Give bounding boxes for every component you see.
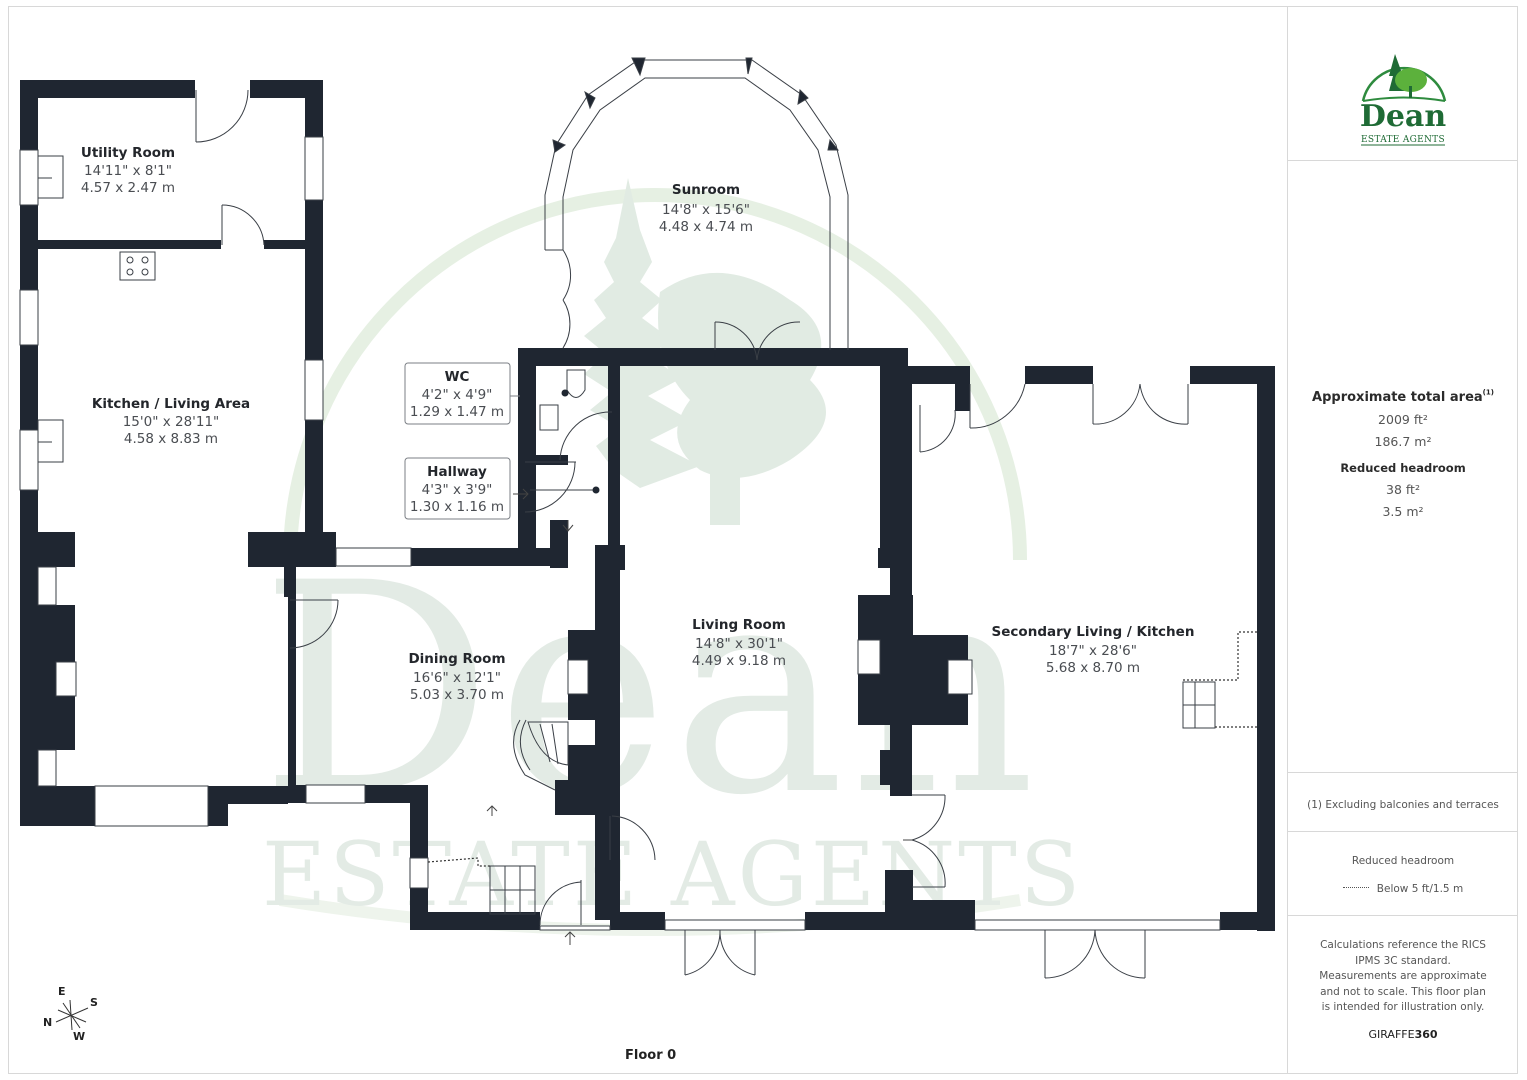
hallway-tag: Hallway 4'3" x 3'9" 1.30 x 1.16 m: [404, 457, 511, 520]
svg-text:18'7" x 28'6": 18'7" x 28'6": [1049, 643, 1137, 659]
fireplace-icon: [55, 661, 77, 697]
room-label-dining: Dining Room 16'6" x 12'1" 5.03 x 3.70 m: [408, 651, 505, 703]
credit-text-b: 360: [1414, 1027, 1438, 1041]
pine-tree-icon: [1389, 54, 1405, 91]
svg-text:1.29 x 1.47 m: 1.29 x 1.47 m: [410, 404, 504, 420]
dotted-line-icon: [1342, 887, 1369, 888]
disclaimer-text: Calculations reference the RICS IPMS 3C …: [1319, 939, 1487, 1013]
footnote-marker: (1): [1482, 388, 1494, 397]
svg-text:4.49 x 9.18 m: 4.49 x 9.18 m: [692, 653, 786, 669]
sink-icon: [37, 155, 64, 199]
logo-section: Dean ESTATE AGENTS: [1288, 6, 1518, 161]
area-section: Approximate total area(1) 2009 ft² 186.7…: [1288, 161, 1518, 773]
svg-text:Dining Room: Dining Room: [408, 651, 505, 667]
fixtures: [37, 155, 973, 697]
svg-text:4'2" x 4'9": 4'2" x 4'9": [422, 387, 493, 403]
footnote-text: (1) Excluding balconies and terraces: [1307, 799, 1499, 811]
svg-text:14'8" x 30'1": 14'8" x 30'1": [695, 636, 783, 652]
stairs: [489, 681, 1216, 915]
fireplace-icon: [567, 659, 589, 695]
svg-text:14'11" x 8'1": 14'11" x 8'1": [84, 163, 172, 179]
footnote-section: (1) Excluding balconies and terraces: [1288, 773, 1518, 832]
svg-text:Kitchen / Living Area: Kitchen / Living Area: [92, 396, 250, 412]
svg-text:5.68 x 8.70 m: 5.68 x 8.70 m: [1046, 660, 1140, 676]
svg-text:1.30 x 1.16 m: 1.30 x 1.16 m: [410, 499, 504, 515]
compass-icon: E S N W: [43, 985, 98, 1043]
floor-label: Floor 0: [625, 1048, 676, 1063]
basin-icon: [539, 404, 559, 431]
legend-row: Below 5 ft/1.5 m: [1288, 877, 1518, 896]
svg-text:S: S: [90, 996, 98, 1009]
oak-tree-icon: [1395, 68, 1427, 92]
room-label-utility: Utility Room 14'11" x 8'1" 4.57 x 2.47 m: [81, 145, 175, 196]
svg-text:W: W: [73, 1030, 85, 1043]
reduced-headroom-outline: [427, 631, 1257, 867]
fireplace-icon: [947, 659, 973, 695]
room-label-living: Living Room 14'8" x 30'1" 4.49 x 9.18 m: [692, 617, 786, 669]
svg-text:Sunroom: Sunroom: [672, 182, 740, 198]
svg-text:15'0" x 28'11": 15'0" x 28'11": [123, 414, 220, 430]
svg-text:WC: WC: [445, 369, 470, 385]
hob-icon: [119, 251, 156, 281]
svg-text:5.03 x 3.70 m: 5.03 x 3.70 m: [410, 687, 504, 703]
entry-arrows: [486, 488, 912, 945]
svg-text:14'8" x 15'6": 14'8" x 15'6": [662, 202, 750, 218]
svg-text:4'3" x 3'9": 4'3" x 3'9": [422, 482, 493, 498]
legend-heading: Reduced headroom: [1351, 855, 1455, 867]
legend-item: Below 5 ft/1.5 m: [1376, 883, 1464, 895]
page-frame: [8, 6, 1518, 1074]
reduced-area-m: 3.5 m²: [1382, 504, 1424, 519]
total-area-heading: Approximate total area: [1312, 390, 1483, 405]
wc-tag: WC 4'2" x 4'9" 1.29 x 1.47 m: [404, 362, 600, 494]
sink-icon: [37, 419, 64, 463]
legend-section: Reduced headroom Below 5 ft/1.5 m: [1288, 832, 1518, 916]
reduced-area-ft: 38 ft²: [1386, 482, 1420, 497]
info-sidebar: Dean ESTATE AGENTS Approximate total are…: [1287, 6, 1518, 1074]
reduced-headroom-heading: Reduced headroom: [1340, 461, 1466, 475]
svg-text:ESTATE AGENTS: ESTATE AGENTS: [1361, 135, 1445, 145]
giraffe360-credit: GIRAFFE360: [1288, 1028, 1518, 1041]
walls: [20, 80, 1275, 931]
svg-text:Secondary Living / Kitchen: Secondary Living / Kitchen: [992, 624, 1195, 640]
svg-text:Hallway: Hallway: [427, 464, 487, 480]
svg-text:4.58 x 8.83 m: 4.58 x 8.83 m: [124, 431, 218, 447]
room-label-secondary: Secondary Living / Kitchen 18'7" x 28'6"…: [992, 624, 1195, 676]
toilet-icon: [566, 369, 586, 398]
svg-text:4.48 x 4.74 m: 4.48 x 4.74 m: [659, 219, 753, 235]
floor-plan: Dean ESTATE AGENTS: [19, 57, 1275, 1063]
doors: [195, 89, 1189, 979]
svg-text:Utility Room: Utility Room: [81, 145, 175, 161]
total-area-ft: 2009 ft²: [1378, 412, 1428, 427]
sunroom-glazing: [544, 57, 849, 361]
svg-text:4.57 x 2.47 m: 4.57 x 2.47 m: [81, 180, 175, 196]
svg-text:Living Room: Living Room: [692, 617, 786, 633]
svg-text:E: E: [58, 985, 66, 998]
fireplace-icon: [857, 639, 881, 675]
room-label-kitchen: Kitchen / Living Area 15'0" x 28'11" 4.5…: [92, 396, 250, 447]
svg-text:Dean: Dean: [1360, 99, 1447, 134]
disclaimer-section: Calculations reference the RICS IPMS 3C …: [1288, 916, 1518, 1074]
dean-logo: Dean: [1360, 54, 1447, 134]
total-area-m: 186.7 m²: [1374, 434, 1432, 449]
windows: [19, 136, 1221, 931]
svg-text:16'6" x 12'1": 16'6" x 12'1": [413, 670, 501, 686]
credit-text-a: GIRAFFE: [1368, 1027, 1415, 1041]
svg-text:N: N: [43, 1016, 52, 1029]
room-label-sunroom: Sunroom 14'8" x 15'6" 4.48 x 4.74 m: [659, 182, 753, 235]
